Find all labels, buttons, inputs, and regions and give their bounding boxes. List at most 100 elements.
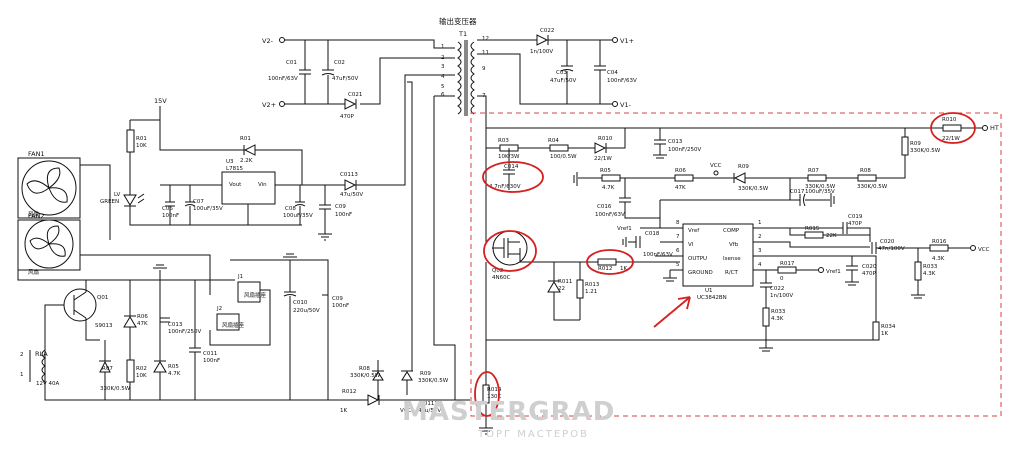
d05-diode [153,361,167,373]
watermark: MASTERGRAD ТОРГ МАСТЕРОВ [402,397,614,440]
r08-ref: R08 [860,168,871,174]
c016-value: 100nF/63V [595,212,625,218]
regulator-section: 15V C0113 47u/50V R01 2.2K U3 L7815 Vout… [154,74,455,241]
j2-name: 风扇插座 [222,321,245,329]
rail-15v-label: 15V [154,97,167,105]
j1-name: 风扇插座 [244,291,267,299]
d02-value: 1n/100V [530,49,553,55]
vcc-label-bottom: VCC [400,408,412,414]
c022-value: 1n/100V [770,293,793,299]
r014-value: 22K [826,233,837,239]
c04-value: 100nF/63V [607,78,637,84]
r04-value: 100/0.5W [550,154,577,160]
d013-ref: R012 [342,389,356,395]
u3-vout-label: Vout [229,182,242,188]
q01-part: S9013 [95,323,113,329]
svg-text:2: 2 [758,234,762,240]
d03-value: 47u/50V [340,192,363,198]
r09-ref: R09 [910,141,921,147]
j2-connector [216,313,240,331]
u1-ref: U1 [705,288,713,294]
u3-vin-label: Vin [258,182,267,188]
transformer-t1: 输出变压器 T1 1 2 3 4 5 6 7 9 11 12 [439,16,489,116]
u1-pin-comp: COMP [723,228,740,234]
r033-ref: R033 [923,264,938,270]
vref1-terminal [818,267,824,273]
c013-value: 100nF/250V [668,147,701,153]
u1-pin-rct: R/CT [725,270,739,276]
arrow-shaft [653,296,691,328]
watermark-sub: ТОРГ МАСТЕРОВ [477,429,589,440]
c022-ref: C022 [770,286,784,292]
transformer-title: 输出变压器 [439,16,477,26]
c012-value: 100nF/250V [168,329,201,335]
highlight-r013 [474,371,500,417]
c02-value: 47uF/50V [332,76,358,82]
c011-ref: C011 [203,351,217,357]
led-section: R01 10K LV GREEN [100,119,160,226]
c021-ref: C020 [862,264,877,270]
c08-value: 100uF/35V [283,213,313,219]
c01-ref: C01 [286,60,297,66]
d08-ref: R08 [359,366,370,372]
c021-value: 470P [862,271,876,277]
highlight-r010 [930,112,976,144]
r012-resistor [576,279,584,299]
c06-value: 100nF [162,213,179,219]
r01-value: 10K [136,143,147,149]
r04-resistor [549,144,569,152]
j2-ref: J2 [216,306,222,312]
d013-diode [367,394,380,406]
ht-label: HT [990,124,999,132]
c018-value: 100nF/63V [643,252,673,258]
vref1-label: Vref1 [617,226,632,232]
fan-b-label: 风扇 [28,268,39,276]
c02-ref: C02 [334,60,345,66]
vref1-label-right: Vref1 [826,269,841,275]
c020-value: 47n/100V [878,246,905,252]
d010-value: 22/1W [594,156,612,162]
r014-ref: R015 [805,226,820,232]
r011-resistor [597,258,617,266]
r016-resistor [777,266,797,274]
r06-value: 47K [675,185,686,191]
v2-plus-label: V2+ [262,101,276,109]
c07-value: 100uF/35V [193,206,223,212]
fan-section: FAN1 FAN2 风扇 风扇 [17,150,235,295]
vcc-label-right: VCC [978,247,990,253]
q01-transistor [63,288,97,322]
r02-resistor [126,359,135,383]
d07-ref: R07 [102,366,113,372]
c011-value: 100nF [203,358,220,364]
d012-value: 22 [558,286,565,292]
c03-value: 47uF/50V [550,78,576,84]
r015-resistor [929,244,949,252]
d04-diode [243,144,256,156]
fan2-label: FAN2 [28,212,45,220]
r08-resistor [857,174,877,182]
led-diode [123,194,137,206]
r010-resistor [942,124,962,132]
primary-side-boundary [470,112,1002,417]
r06-ref: R06 [675,168,686,174]
r05-ref: R05 [600,168,611,174]
d07-value: 330K/0.5W [100,386,131,392]
q01-ref: Q01 [97,295,108,301]
u1-pin-ground: GROUND [688,270,713,276]
svg-text:6: 6 [676,248,680,254]
transformer-ref: T1 [458,30,467,38]
c019-value: 470P [848,221,862,227]
d011-diode [733,172,746,184]
u3-regulator [221,171,276,205]
pin-11: 11 [482,50,489,56]
r02-ref: R02 [136,366,147,372]
c04-ref: C04 [607,70,618,76]
c013-ref: C013 [668,139,683,145]
c01-value: 100nF/63V [268,76,298,82]
vcc-label: VCC [710,163,722,169]
d09-ref: R09 [420,371,431,377]
d03-ref: C0113 [340,172,358,178]
v2-plus-terminal [279,101,285,107]
q02-part: 4N60C [492,275,511,281]
u1-controller [682,223,754,287]
